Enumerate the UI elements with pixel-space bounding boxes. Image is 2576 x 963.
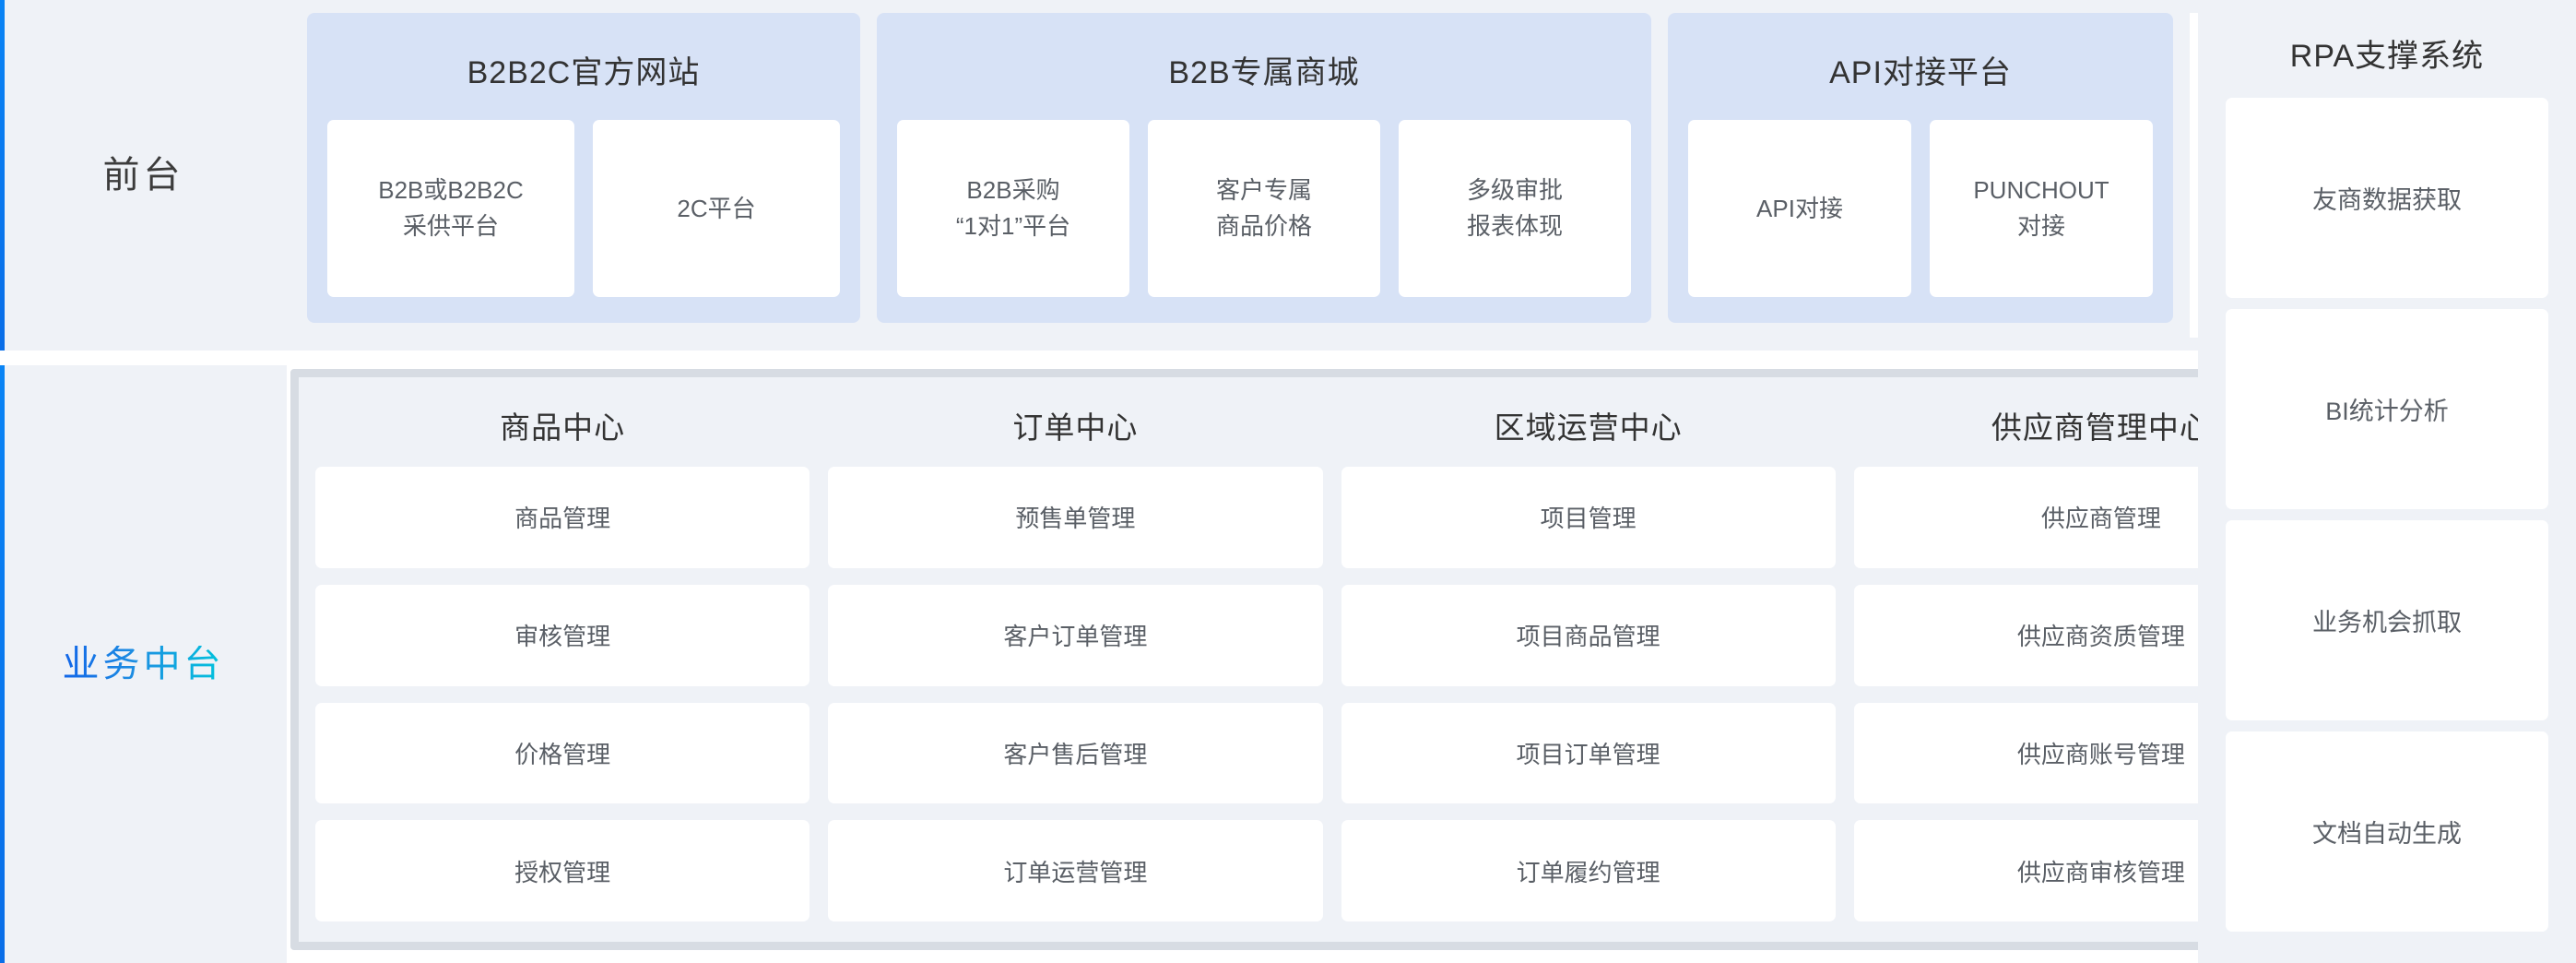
center-title: 供应商管理中心 — [1991, 410, 2211, 445]
group-title: B2B专属商城 — [1168, 55, 1360, 90]
center-column-region: 区域运营中心 项目管理 项目商品管理 项目订单管理 订单履约管理 — [1341, 377, 1836, 921]
group-b2b-mall: B2B专属商城 B2B采购“1对1”平台 客户专属商品价格 多级审批报表体现 — [877, 13, 1651, 323]
center-item[interactable]: 客户售后管理 — [828, 702, 1323, 804]
platform-card[interactable]: 多级审批报表体现 — [1399, 120, 1631, 297]
middle-platform-label: 业务中台 — [62, 644, 225, 684]
center-item[interactable]: 订单履约管理 — [1341, 820, 1836, 921]
center-title: 商品中心 — [500, 410, 626, 445]
center-column-product: 商品中心 商品管理 审核管理 价格管理 授权管理 — [315, 377, 810, 921]
center-item[interactable]: 价格管理 — [315, 702, 810, 804]
center-item[interactable]: 项目管理 — [1341, 467, 1836, 568]
center-item[interactable]: 客户订单管理 — [828, 584, 1323, 686]
center-title: 订单中心 — [1012, 410, 1139, 445]
rpa-card-list: 友商数据获取 BI统计分析 业务机会抓取 文档自动生成 — [2226, 98, 2548, 963]
rpa-support-column: RPA支撑系统 友商数据获取 BI统计分析 业务机会抓取 文档自动生成 — [2198, 0, 2576, 963]
rpa-card[interactable]: BI统计分析 — [2226, 309, 2548, 509]
front-stage-label-panel: 前台 — [0, 0, 287, 351]
center-item-list: 项目管理 项目商品管理 项目订单管理 订单履约管理 — [1341, 467, 1836, 921]
center-item[interactable]: 商品管理 — [315, 467, 810, 568]
center-item[interactable]: 预售单管理 — [828, 467, 1323, 568]
platform-card[interactable]: API对接 — [1688, 120, 1911, 297]
center-item[interactable]: 项目订单管理 — [1341, 702, 1836, 804]
center-item[interactable]: 项目商品管理 — [1341, 584, 1836, 686]
platform-card[interactable]: 2C平台 — [593, 120, 840, 297]
center-title: 区域运营中心 — [1494, 410, 1683, 445]
center-item-list: 商品管理 审核管理 价格管理 授权管理 — [315, 467, 810, 921]
group-card-list: B2B采购“1对1”平台 客户专属商品价格 多级审批报表体现 — [897, 120, 1631, 297]
rpa-card[interactable]: 业务机会抓取 — [2226, 520, 2548, 720]
rpa-card[interactable]: 文档自动生成 — [2226, 731, 2548, 932]
middle-platform-label-panel: 业务中台 — [0, 365, 287, 963]
center-item-list: 预售单管理 客户订单管理 客户售后管理 订单运营管理 — [828, 467, 1323, 921]
middle-platform-row: 业务中台 商品中心 商品管理 审核管理 价格管理 授权管理 订单中心 — [0, 365, 2576, 963]
center-item[interactable]: 订单运营管理 — [828, 820, 1323, 921]
group-title: API对接平台 — [1829, 55, 2012, 90]
rpa-card[interactable]: 友商数据获取 — [2226, 98, 2548, 298]
front-stage-label: 前台 — [102, 155, 184, 196]
platform-card[interactable]: 客户专属商品价格 — [1148, 120, 1380, 297]
group-title: B2B2C官方网站 — [467, 55, 701, 90]
center-item[interactable]: 审核管理 — [315, 584, 810, 686]
rpa-title: RPA支撑系统 — [2289, 39, 2485, 74]
platform-card[interactable]: B2B采购“1对1”平台 — [897, 120, 1129, 297]
center-column-order: 订单中心 预售单管理 客户订单管理 客户售后管理 订单运营管理 — [828, 377, 1323, 921]
center-item[interactable]: 授权管理 — [315, 820, 810, 921]
